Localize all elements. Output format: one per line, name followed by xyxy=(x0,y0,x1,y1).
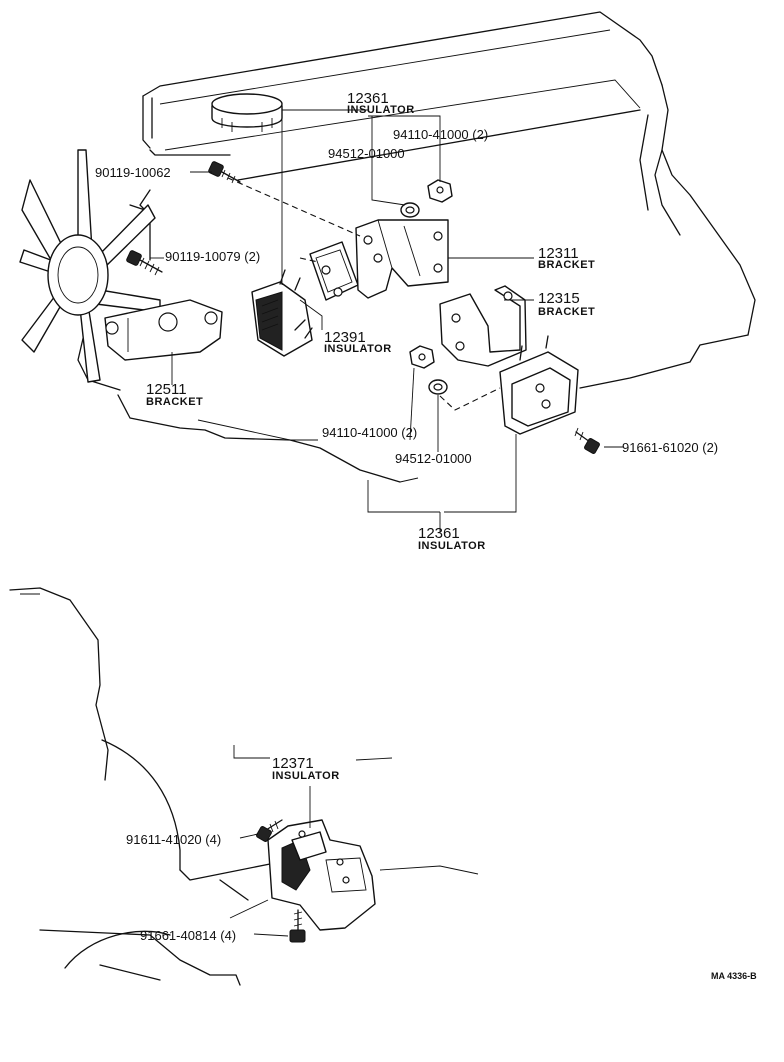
label-12391: 12391 INSULATOR xyxy=(324,329,392,355)
label-94512-01000-bottom: 94512-01000 xyxy=(395,451,472,466)
bracket-12311 xyxy=(355,219,449,299)
insulator-12371 xyxy=(267,819,376,931)
part-number: 12511 xyxy=(146,381,187,398)
label-94512-01000-top: 94512-01000 xyxy=(328,146,405,161)
transmission-outline xyxy=(9,587,479,986)
bracket-12511 xyxy=(104,299,223,361)
label-91661-40814: 91661-40814 (4) xyxy=(140,928,236,943)
label-94110-41000-top: 94110-41000 (2) xyxy=(393,127,488,142)
part-name: BRACKET xyxy=(146,396,203,408)
bolt-91661-61020-icon xyxy=(574,427,600,454)
nut-bottom-icon xyxy=(409,345,435,369)
label-91611-41020: 91611-41020 (4) xyxy=(126,832,221,847)
label-90119-10062: 90119-10062 xyxy=(95,165,171,180)
label-12511: 12511 BRACKET xyxy=(146,381,203,408)
insulator-12361-upper xyxy=(251,269,313,357)
bolt-90119-10079-icon xyxy=(126,250,163,276)
part-number: 12361 xyxy=(418,525,460,542)
engine-block-outline xyxy=(77,11,756,483)
part-number: 12391 xyxy=(324,329,366,346)
part-name: INSULATOR xyxy=(347,104,415,116)
label-94110-41000-bottom: 94110-41000 (2) xyxy=(322,425,417,440)
label-12315: 12315 BRACKET xyxy=(538,290,595,318)
label-12371: 12371 INSULATOR xyxy=(272,755,340,782)
part-name: INSULATOR xyxy=(272,770,340,782)
part-number: 12311 xyxy=(538,245,579,262)
label-12311: 12311 BRACKET xyxy=(538,245,595,271)
part-number: 12371 xyxy=(272,755,314,772)
oil-filler-cap xyxy=(211,93,283,132)
diagram-reference: MA 4336-B xyxy=(711,971,757,981)
part-name: INSULATOR xyxy=(324,343,392,355)
nut-top-icon xyxy=(427,179,453,203)
part-name: BRACKET xyxy=(538,259,595,271)
label-90119-10079: 90119-10079 (2) xyxy=(165,249,260,264)
label-12361-upper: 12361 INSULATOR xyxy=(347,90,415,116)
bolt-90119-10062-icon xyxy=(208,161,241,184)
leader-lines-lower xyxy=(229,745,393,937)
washer-top-icon xyxy=(400,202,420,218)
fan-assembly xyxy=(19,149,161,383)
part-number: 12315 xyxy=(538,290,580,307)
part-number: 12361 xyxy=(347,90,389,107)
bolt-91661-40814-icon xyxy=(289,909,306,943)
leader-lines-upper xyxy=(150,109,624,532)
bracket-12315 xyxy=(439,285,527,367)
alignment-dashes xyxy=(227,177,501,411)
insulator-12361-right xyxy=(499,335,579,435)
label-12361-lower: 12361 INSULATOR xyxy=(418,525,486,552)
part-name: BRACKET xyxy=(538,306,595,318)
part-name: INSULATOR xyxy=(418,540,486,552)
washer-bottom-icon xyxy=(428,379,448,395)
insulator-12391 xyxy=(309,241,359,301)
bolt-91611-41020-icon xyxy=(256,819,283,842)
label-91661-61020: 91661-61020 (2) xyxy=(622,440,718,455)
